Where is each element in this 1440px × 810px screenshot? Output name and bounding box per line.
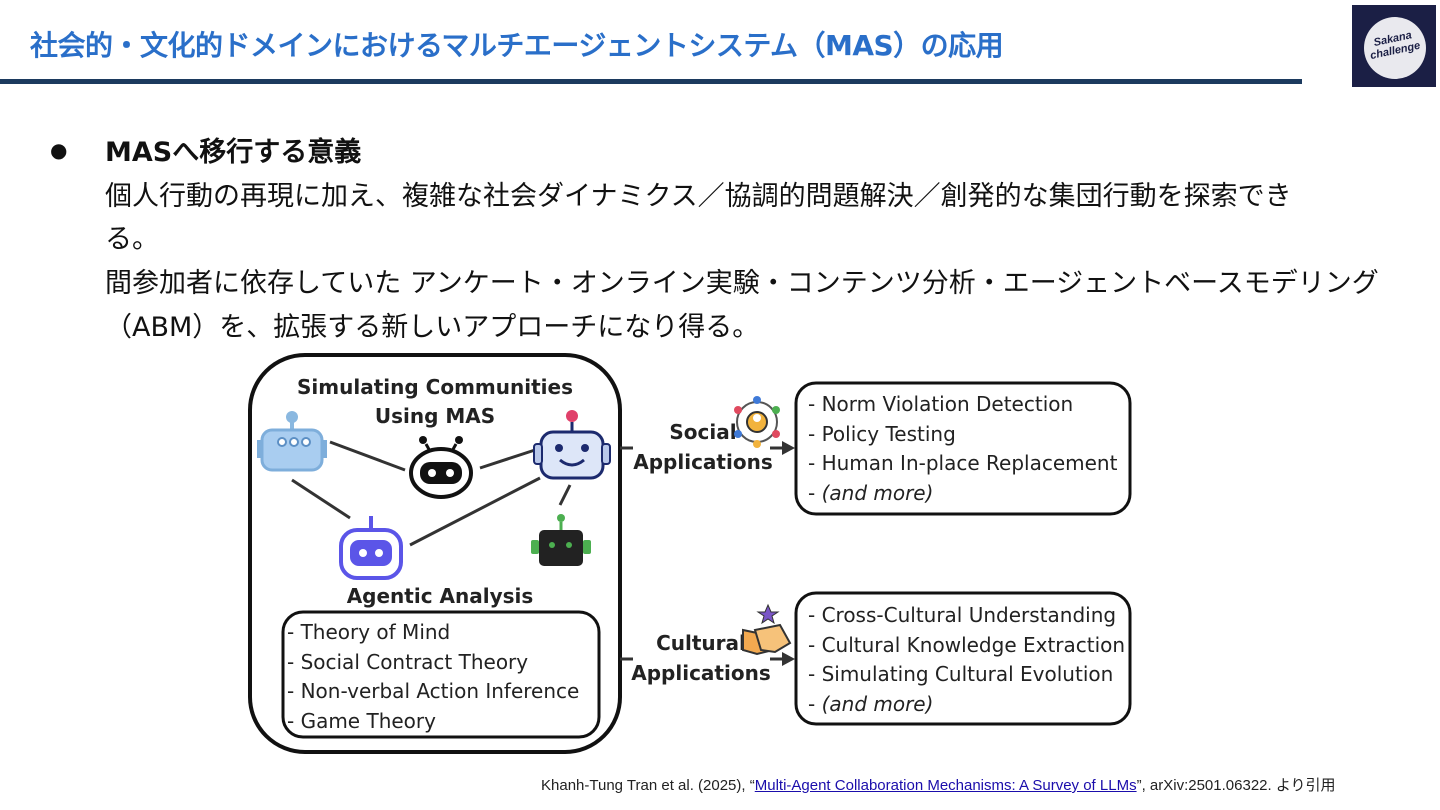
body-line-2: る。 xyxy=(105,224,159,255)
cultural-applications-box xyxy=(794,591,1132,726)
cultural-label-1: Cultural xyxy=(656,631,746,655)
agentic-item-1: - Theory of Mind xyxy=(287,620,450,644)
social-applications-box xyxy=(794,381,1132,516)
citation-suffix: ”, arXiv:2501.06322. より引用 xyxy=(1136,777,1336,794)
cultural-item-1: - Cross-Cultural Understanding xyxy=(808,603,1116,627)
social-item-3: - Human In-place Replacement xyxy=(808,451,1118,475)
agentic-item-4: - Game Theory xyxy=(287,709,436,733)
logo-moon-shape xyxy=(1364,17,1426,79)
cultural-item-3: - Simulating Cultural Evolution xyxy=(808,662,1113,686)
social-label-1: Social xyxy=(669,420,736,444)
smiling-robot-icon xyxy=(533,410,611,480)
title-divider xyxy=(0,79,1302,84)
high-five-hands-icon xyxy=(742,603,792,656)
purple-robot-icon xyxy=(339,516,403,580)
body-line-3: 間参加者に依存していた アンケート・オンライン実験・コンテンツ分析・エージェント… xyxy=(105,268,1379,299)
agentic-item-3: - Non-verbal Action Inference xyxy=(287,679,579,703)
sakana-challenge-logo: Sakana challenge xyxy=(1352,5,1436,87)
agentic-analysis-title: Agentic Analysis xyxy=(347,584,534,608)
social-item-1: - Norm Violation Detection xyxy=(808,392,1073,416)
communities-title-1: Simulating Communities xyxy=(297,375,573,399)
cultural-item-and-more: - (and more) xyxy=(808,692,933,716)
agent-network-lines xyxy=(291,440,572,547)
green-robot-icon xyxy=(531,514,591,566)
section-heading: MASへ移行する意義 xyxy=(105,137,362,168)
body-line-1: 個人行動の再現に加え、複雑な社会ダイナミクス／協調的問題解決／創発的な集団行動を… xyxy=(105,181,1292,212)
black-robot-icon xyxy=(409,436,473,499)
bullet-marker: ● xyxy=(50,138,68,162)
mas-diagram: Simulating Communities Using MAS xyxy=(248,353,1132,754)
social-item-2: - Policy Testing xyxy=(808,422,956,446)
agentic-item-2: - Social Contract Theory xyxy=(287,650,528,674)
light-blue-robot-icon xyxy=(257,411,327,472)
social-label-2: Applications xyxy=(633,450,772,474)
body-line-4: （ABM）を、拡張する新しいアプローチになり得る。 xyxy=(105,312,760,343)
cultural-label-2: Applications xyxy=(631,661,770,685)
social-network-icon xyxy=(734,396,780,448)
agentic-analysis-box xyxy=(281,610,601,739)
social-arrow-head xyxy=(782,441,795,455)
citation-prefix: Khanh-Tung Tran et al. (2025), “ xyxy=(541,777,755,794)
citation: Khanh-Tung Tran et al. (2025), “Multi-Ag… xyxy=(541,774,1336,795)
paper-link[interactable]: Multi-Agent Collaboration Mechanisms: A … xyxy=(754,777,1137,794)
social-item-and-more: - (and more) xyxy=(808,481,933,505)
communities-title-2: Using MAS xyxy=(375,404,495,428)
slide-title: 社会的・文化的ドメインにおけるマルチエージェントシステム（MAS）の応用 xyxy=(30,29,1004,62)
cultural-arrow-head xyxy=(782,652,795,666)
cultural-item-2: - Cultural Knowledge Extraction xyxy=(808,633,1125,657)
